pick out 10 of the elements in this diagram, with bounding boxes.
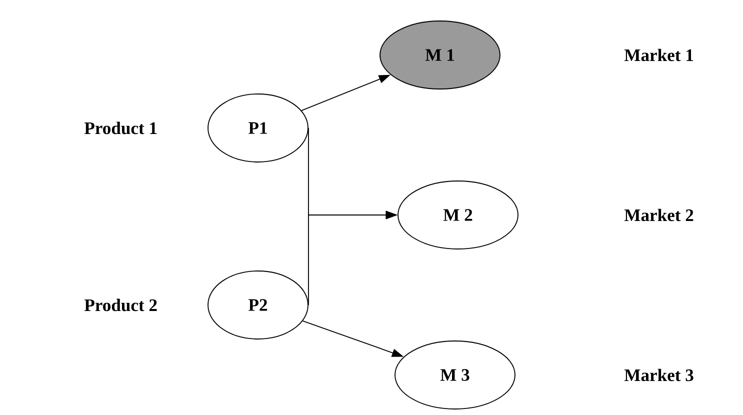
side-label: Market 3 — [624, 368, 694, 382]
ellipse-node: M 1 — [380, 20, 500, 90]
ellipse-node: P2 — [208, 270, 308, 340]
ellipse-node: P1 — [208, 94, 308, 162]
side-label: Market 1 — [624, 48, 694, 62]
ellipse-node: M 3 — [394, 340, 516, 410]
side-label: Product 1 — [84, 122, 157, 134]
side-label: Market 2 — [624, 208, 694, 222]
side-label: Product 2 — [84, 298, 157, 312]
ellipse-node: M 2 — [398, 180, 518, 250]
